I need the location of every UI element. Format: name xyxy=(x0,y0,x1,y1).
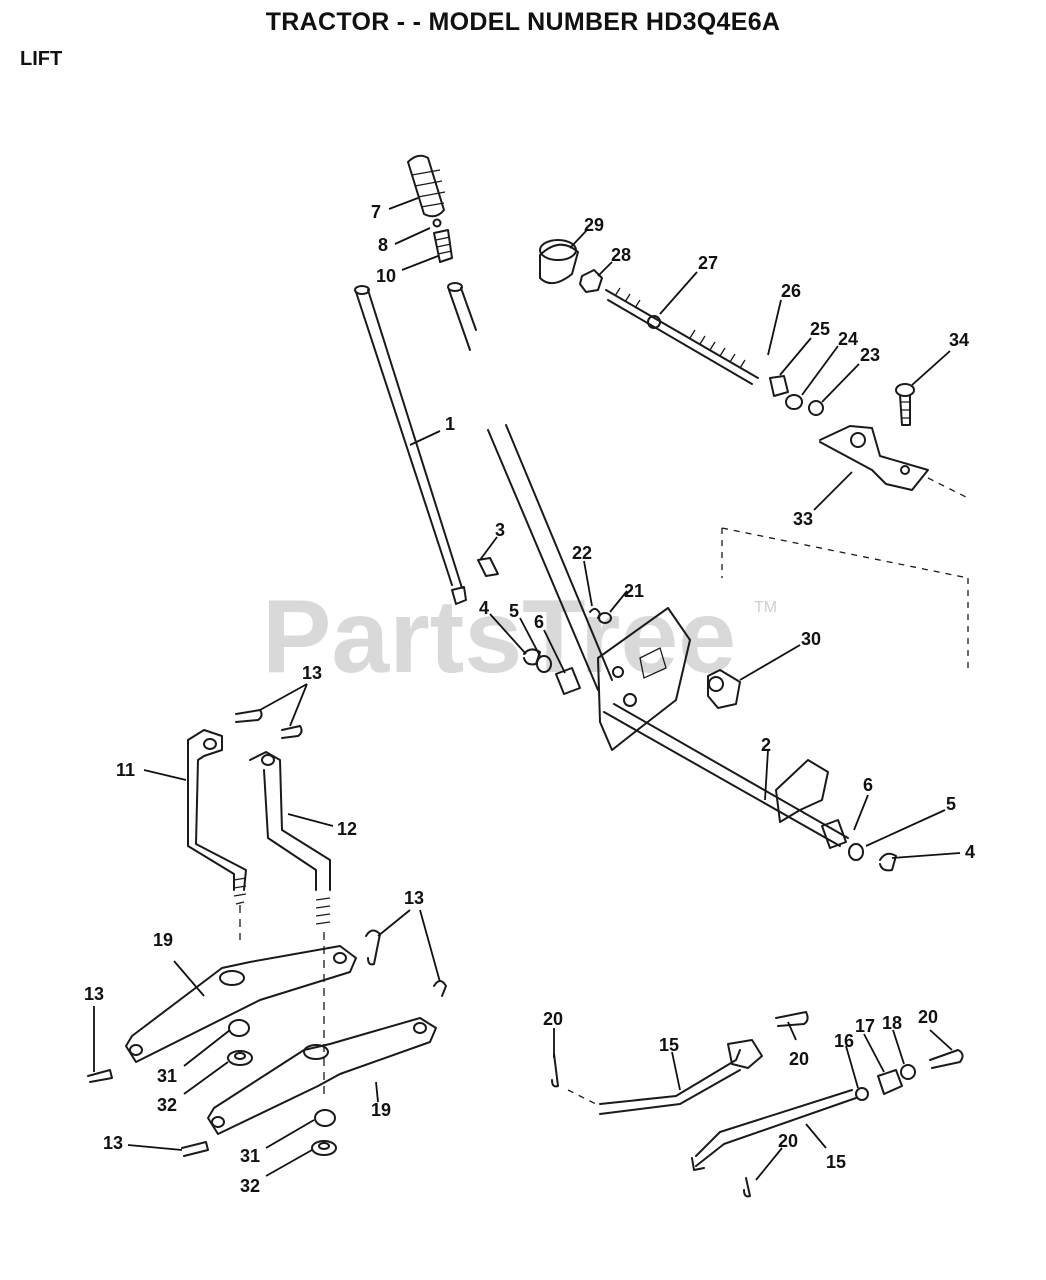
callout-13-b: 13 xyxy=(404,888,424,908)
part-33-bracket xyxy=(819,425,929,491)
callout-32: 32 xyxy=(157,1095,177,1115)
part-3-pin xyxy=(477,557,499,577)
callout-20-d: 20 xyxy=(778,1131,798,1151)
callout-29: 29 xyxy=(584,215,604,235)
callout-30: 30 xyxy=(801,629,821,649)
callout-31: 31 xyxy=(157,1066,177,1086)
callout-3: 3 xyxy=(495,520,505,540)
callout-12: 12 xyxy=(337,819,357,839)
callout-17: 17 xyxy=(855,1016,875,1036)
part-15-rod-upper xyxy=(599,1039,763,1115)
callout-33: 33 xyxy=(793,509,813,529)
callout-1: 1 xyxy=(445,414,455,434)
callout-34: 34 xyxy=(949,330,969,350)
callout-22: 22 xyxy=(572,543,592,563)
part-13-clip-e xyxy=(87,1069,113,1083)
callout-15: 15 xyxy=(659,1035,679,1055)
part-21-nut xyxy=(598,612,612,624)
part-12-lift-link xyxy=(249,751,331,925)
page-title: TRACTOR - - MODEL NUMBER HD3Q4E6A xyxy=(265,8,781,36)
callout-27: 27 xyxy=(698,253,718,273)
part-2-cross-shaft xyxy=(603,703,849,847)
callout-16: 16 xyxy=(834,1031,854,1051)
callout-31-b: 31 xyxy=(240,1146,260,1166)
callout-32-b: 32 xyxy=(240,1176,260,1196)
callout-18: 18 xyxy=(882,1013,902,1033)
part-15-rod-lower xyxy=(691,1089,857,1171)
part-6-bushing-rear xyxy=(821,819,847,849)
watermark-trademark: TM xyxy=(754,599,777,616)
part-32-washer-upper xyxy=(227,1050,253,1066)
callout-8: 8 xyxy=(378,235,388,255)
part-lift-handle-tube xyxy=(487,424,613,691)
part-28-nut xyxy=(579,269,603,293)
callout-11: 11 xyxy=(116,760,135,780)
callout-5-rear: 5 xyxy=(946,794,956,814)
callout-15-b: 15 xyxy=(826,1152,846,1172)
part-6-bushing-front xyxy=(555,667,581,695)
callout-23: 23 xyxy=(860,345,880,365)
part-34-screw xyxy=(895,383,915,426)
part-19-lift-arm-lower xyxy=(207,1017,437,1135)
callout-4-rear: 4 xyxy=(965,842,975,862)
callout-20-c: 20 xyxy=(918,1007,938,1027)
callout-5: 5 xyxy=(509,601,519,621)
callout-2: 2 xyxy=(761,735,771,755)
callout-13-c: 13 xyxy=(84,984,104,1004)
part-31-bushing-upper xyxy=(228,1019,250,1037)
part-25-spacer xyxy=(785,394,803,410)
part-13-clip-c xyxy=(365,929,381,966)
part-13-clip-d xyxy=(433,980,447,997)
callout-20-b: 20 xyxy=(789,1049,809,1069)
callout-21: 21 xyxy=(624,581,644,601)
part-20-cotter-pin-c xyxy=(929,1049,964,1069)
part-29-knob xyxy=(539,239,579,285)
part-7-handle-grip xyxy=(407,154,446,218)
callout-25: 25 xyxy=(810,319,830,339)
part-30-bushing xyxy=(707,669,741,709)
part-17-pivot xyxy=(877,1069,903,1095)
part-13-clip-f xyxy=(181,1141,209,1157)
callout-4: 4 xyxy=(479,598,489,618)
part-11-lift-link xyxy=(187,729,247,905)
callout-13: 13 xyxy=(302,663,322,683)
part-16-washer xyxy=(855,1087,869,1101)
part-8-ball xyxy=(432,218,442,228)
callout-19-b: 19 xyxy=(371,1100,391,1120)
part-26-pin xyxy=(769,375,789,397)
part-19-lift-arm-upper xyxy=(125,945,357,1063)
section-label: LIFT xyxy=(20,48,63,70)
part-5-washer-front xyxy=(536,655,552,673)
part-lift-plate xyxy=(597,607,691,751)
callout-6: 6 xyxy=(534,612,544,632)
part-1-lift-rod xyxy=(354,282,477,605)
part-18-nut xyxy=(900,1064,916,1080)
callout-26: 26 xyxy=(781,281,801,301)
callout-24: 24 xyxy=(838,329,858,349)
part-31-bushing-lower xyxy=(314,1109,336,1127)
callout-19: 19 xyxy=(153,930,173,950)
callout-7: 7 xyxy=(371,202,381,222)
callout-6-rear: 6 xyxy=(863,775,873,795)
part-4-retaining-ring-rear xyxy=(879,852,897,872)
part-5-washer-rear xyxy=(848,843,864,861)
part-27-threaded-rod xyxy=(605,287,759,385)
part-4-retaining-ring-front xyxy=(523,648,541,666)
part-32-washer-lower xyxy=(311,1140,337,1156)
part-24-washer xyxy=(808,400,824,416)
callout-20: 20 xyxy=(543,1009,563,1029)
part-20-cotter-pin-b xyxy=(775,1011,809,1027)
part-13-clip-b xyxy=(281,725,303,739)
part-20-cotter-pin-a xyxy=(551,1053,559,1088)
callout-13-d: 13 xyxy=(103,1133,123,1153)
part-13-clip-a xyxy=(235,709,263,723)
part-10-spring xyxy=(433,229,453,263)
callout-10: 10 xyxy=(376,266,396,286)
watermark-text: PartsTree xyxy=(262,579,736,695)
part-20-cotter-pin-d xyxy=(743,1177,751,1198)
callout-28: 28 xyxy=(611,245,631,265)
